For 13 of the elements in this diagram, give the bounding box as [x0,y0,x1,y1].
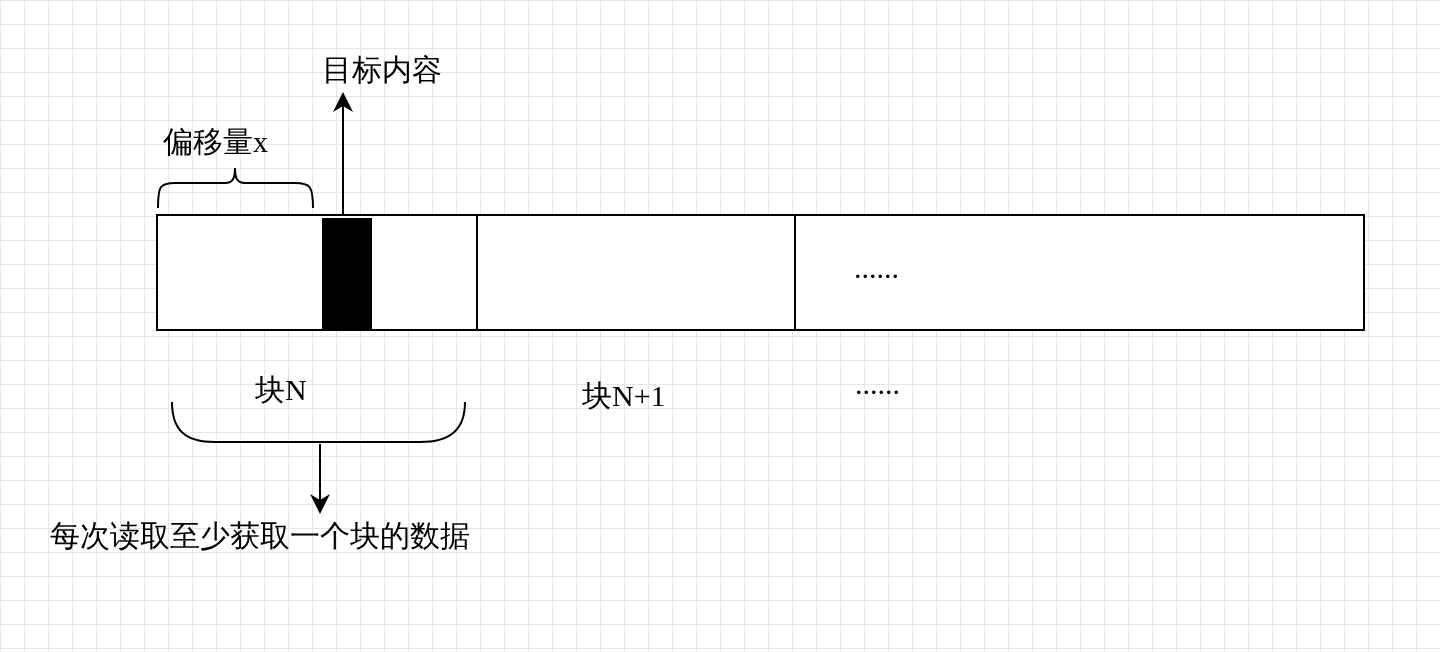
caption-text: 每次读取至少获取一个块的数据 [50,516,470,556]
block-label: 块N [255,372,307,408]
ellipsis-text: ...... [854,250,899,286]
offset-label: 偏移量x [163,124,268,160]
block-label: 块N+1 [582,378,666,414]
block-cell [156,214,478,331]
ellipsis-text: ...... [855,366,900,402]
arrow [333,92,353,217]
target-label: 目标内容 [322,50,442,90]
block-cell [794,214,1365,331]
arrow [310,443,330,514]
block-cell [476,214,796,331]
filled-bar [322,218,372,331]
